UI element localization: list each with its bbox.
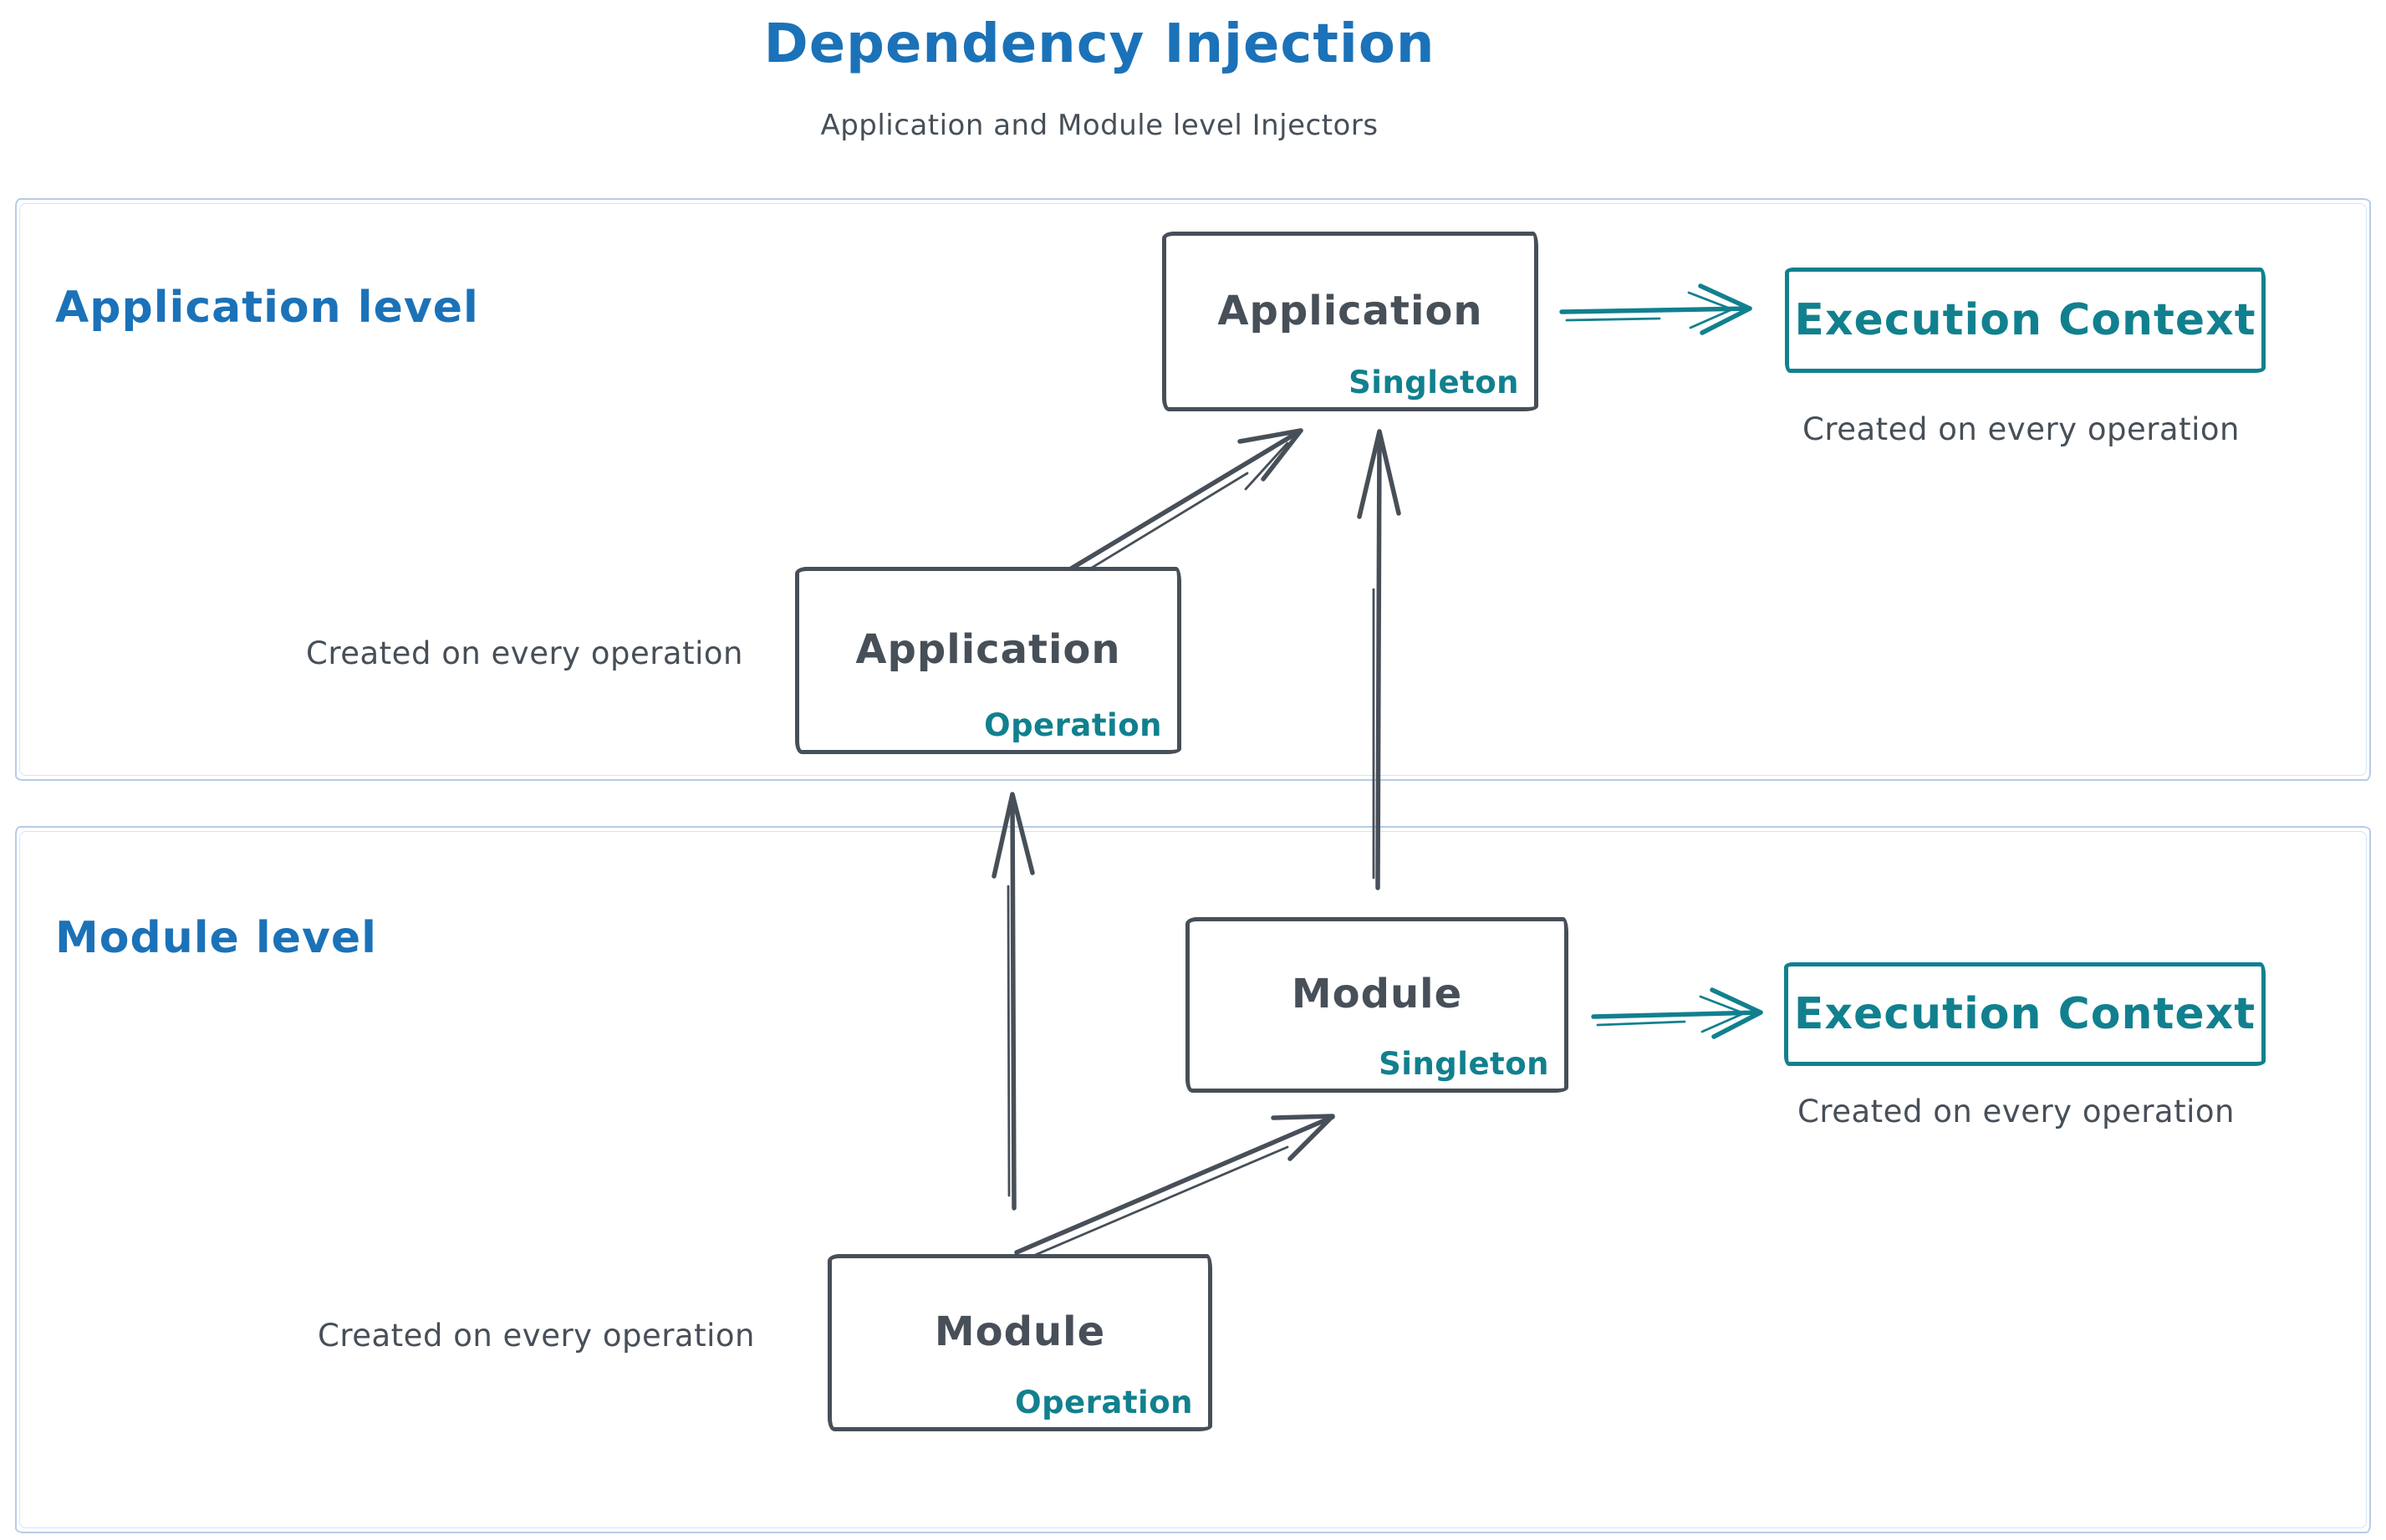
node-execution-context-module: Execution Context (1784, 962, 2266, 1066)
note-created-on-every-operation: Created on every operation (306, 635, 743, 671)
node-badge: Operation (1015, 1384, 1193, 1420)
node-execution-context-application: Execution Context (1785, 268, 2266, 373)
application-level-container (15, 198, 2371, 781)
node-title: Application (855, 626, 1121, 673)
node-module-singleton: Module Singleton (1185, 917, 1568, 1093)
application-level-label: Application level (55, 283, 479, 333)
node-badge: Operation (984, 707, 1162, 743)
page-title: Dependency Injection (763, 13, 1435, 75)
note-created-on-every-operation: Created on every operation (318, 1318, 755, 1354)
node-title: Module (1291, 971, 1463, 1017)
node-application-singleton: Application Singleton (1162, 232, 1538, 411)
node-module-operation: Module Operation (828, 1254, 1212, 1431)
page-subtitle: Application and Module level Injectors (820, 109, 1379, 142)
node-application-operation: Application Operation (795, 567, 1181, 754)
note-created-on-every-operation: Created on every operation (1802, 411, 2240, 447)
node-title: Module (934, 1308, 1106, 1355)
node-badge: Singleton (1379, 1046, 1549, 1082)
module-level-container (15, 826, 2371, 1533)
module-level-label: Module level (55, 913, 377, 963)
node-title: Execution Context (1794, 295, 2256, 345)
node-title: Execution Context (1793, 989, 2256, 1039)
node-title: Application (1217, 287, 1483, 334)
note-created-on-every-operation: Created on every operation (1797, 1094, 2235, 1130)
node-badge: Singleton (1348, 365, 1519, 400)
